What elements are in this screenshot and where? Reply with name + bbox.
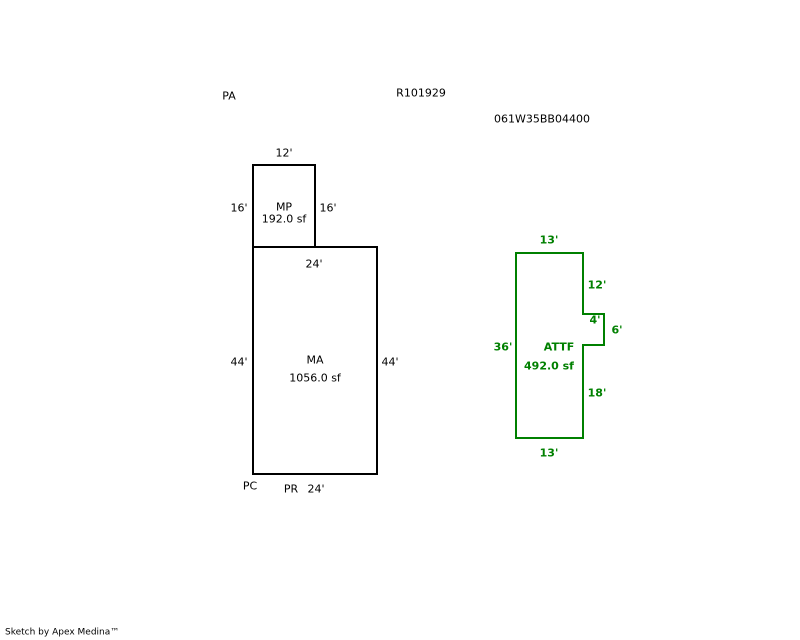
ma-top-dim: 24' — [305, 257, 323, 271]
attf-notch-top-dim: 4' — [589, 313, 601, 327]
attf-bottom-dim: 13' — [539, 446, 559, 460]
attf-outline — [515, 252, 605, 439]
record-id: R101929 — [396, 86, 446, 100]
pc-label: PC — [242, 479, 258, 493]
attf-right-upper-dim: 12' — [587, 278, 607, 292]
mp-code: MP — [275, 200, 293, 214]
mp-top-dim: 12' — [275, 146, 293, 160]
attf-top-dim: 13' — [539, 233, 559, 247]
ma-outline — [252, 246, 378, 475]
ma-left-dim: 44' — [230, 355, 248, 369]
attf-notch-side-dim: 6' — [611, 323, 623, 337]
footer-credit: Sketch by Apex Medina™ — [5, 627, 120, 638]
pr-label: PR — [283, 482, 299, 496]
attf-right-lower-dim: 18' — [587, 386, 607, 400]
mp-left-dim: 16' — [230, 201, 248, 215]
parcel-id: 061W35BB04400 — [494, 112, 590, 126]
ma-area: 1056.0 sf — [289, 371, 341, 385]
ma-code: MA — [306, 353, 324, 367]
mp-area: 192.0 sf — [261, 212, 307, 226]
pa-label: PA — [222, 89, 236, 103]
attf-left-dim: 36' — [493, 340, 513, 354]
ma-bottom-dim: 24' — [307, 482, 325, 496]
ma-right-dim: 44' — [381, 355, 399, 369]
attf-code: ATTF — [543, 340, 575, 354]
attf-area: 492.0 sf — [524, 359, 574, 373]
mp-right-dim: 16' — [319, 201, 337, 215]
